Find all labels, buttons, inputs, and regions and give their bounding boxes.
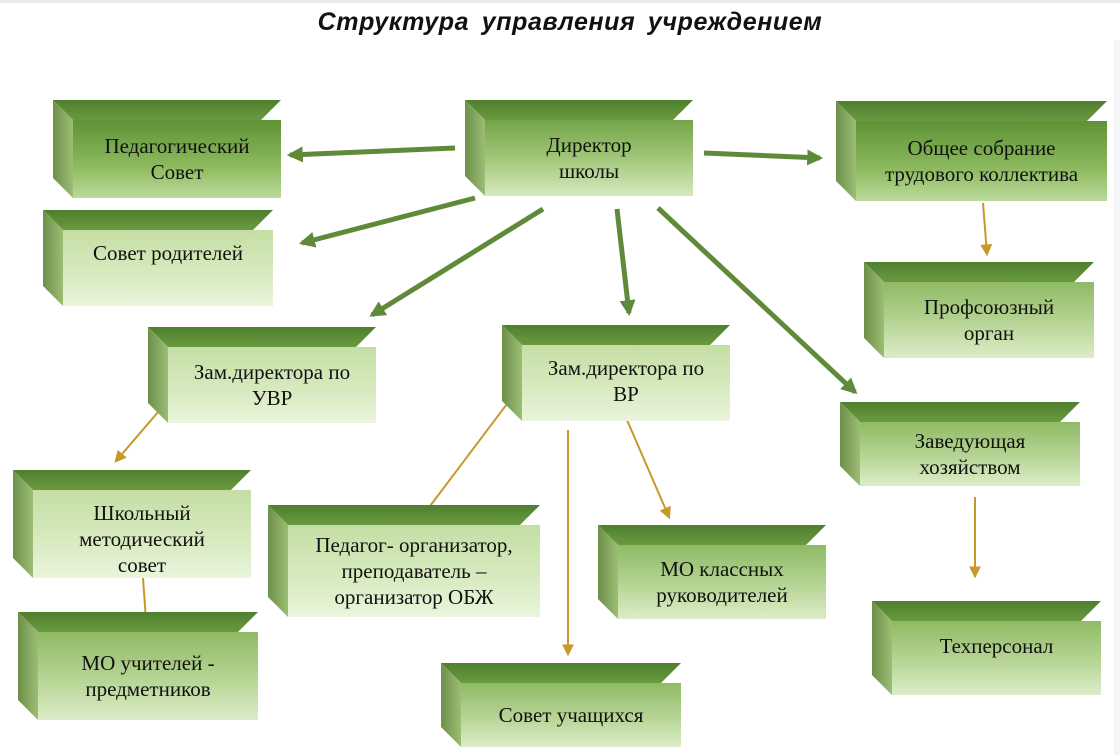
node-housekeeping: Заведующая хозяйством bbox=[840, 402, 1080, 486]
node-ped-council-label: Педагогический Совет bbox=[73, 120, 281, 198]
arrow-general-meeting-to-trade-union bbox=[980, 202, 993, 257]
arrow-director-to-housekeeping bbox=[656, 206, 858, 395]
node-director: Директор школы bbox=[465, 100, 693, 196]
node-subject-teachers: МО учителей - предметников bbox=[18, 612, 258, 720]
node-trade-union-label: Профсоюзный орган bbox=[884, 282, 1094, 358]
node-method-council-label: Школьный методический совет bbox=[33, 490, 251, 578]
window-right-edge bbox=[1114, 40, 1120, 755]
arrow-director-to-ped-council bbox=[286, 145, 456, 163]
node-class-leaders-label: МО классных руководителей bbox=[618, 545, 826, 619]
node-housekeeping-label: Заведующая хозяйством bbox=[860, 422, 1080, 486]
node-class-leaders: МО классных руководителей bbox=[598, 525, 826, 619]
node-subject-teachers-label: МО учителей - предметников bbox=[38, 632, 258, 720]
diagram-title: Структура управления учреждением bbox=[317, 8, 823, 36]
node-parents-council-label: Совет родителей bbox=[63, 230, 273, 306]
node-general-meeting-label: Общее собрание трудового коллектива bbox=[856, 121, 1107, 201]
node-organizer-label: Педагог- организатор, преподаватель – ор… bbox=[288, 525, 540, 617]
node-ped-council: Педагогический Совет bbox=[53, 100, 281, 198]
node-deputy-vr-label: Зам.директора по ВР bbox=[522, 345, 730, 421]
arrow-director-to-parents-council bbox=[298, 195, 476, 248]
node-students-council-label: Совет учащихся bbox=[461, 683, 681, 747]
arrow-director-to-deputy-vr bbox=[614, 208, 636, 317]
node-director-label: Директор школы bbox=[485, 120, 693, 196]
node-deputy-uvr: Зам.директора по УВР bbox=[148, 327, 376, 423]
arrow-deputy-vr-to-class-leaders bbox=[626, 419, 671, 520]
arrow-director-to-general-meeting bbox=[703, 149, 824, 166]
arrow-director-to-deputy-uvr bbox=[369, 206, 545, 318]
node-general-meeting: Общее собрание трудового коллектива bbox=[836, 101, 1107, 201]
node-tech-staff-label: Техперсонал bbox=[892, 621, 1101, 695]
node-deputy-vr: Зам.директора по ВР bbox=[502, 325, 730, 421]
node-organizer: Педагог- организатор, преподаватель – ор… bbox=[268, 505, 540, 617]
node-tech-staff: Техперсонал bbox=[872, 601, 1101, 695]
node-parents-council: Совет родителей bbox=[43, 210, 273, 306]
node-trade-union: Профсоюзный орган bbox=[864, 262, 1094, 358]
node-deputy-uvr-label: Зам.директора по УВР bbox=[168, 347, 376, 423]
arrow-deputy-vr-to-organizer bbox=[413, 383, 523, 528]
node-method-council: Школьный методический совет bbox=[13, 470, 251, 578]
node-students-council: Совет учащихся bbox=[441, 663, 681, 747]
window-top-border bbox=[0, 0, 1120, 3]
